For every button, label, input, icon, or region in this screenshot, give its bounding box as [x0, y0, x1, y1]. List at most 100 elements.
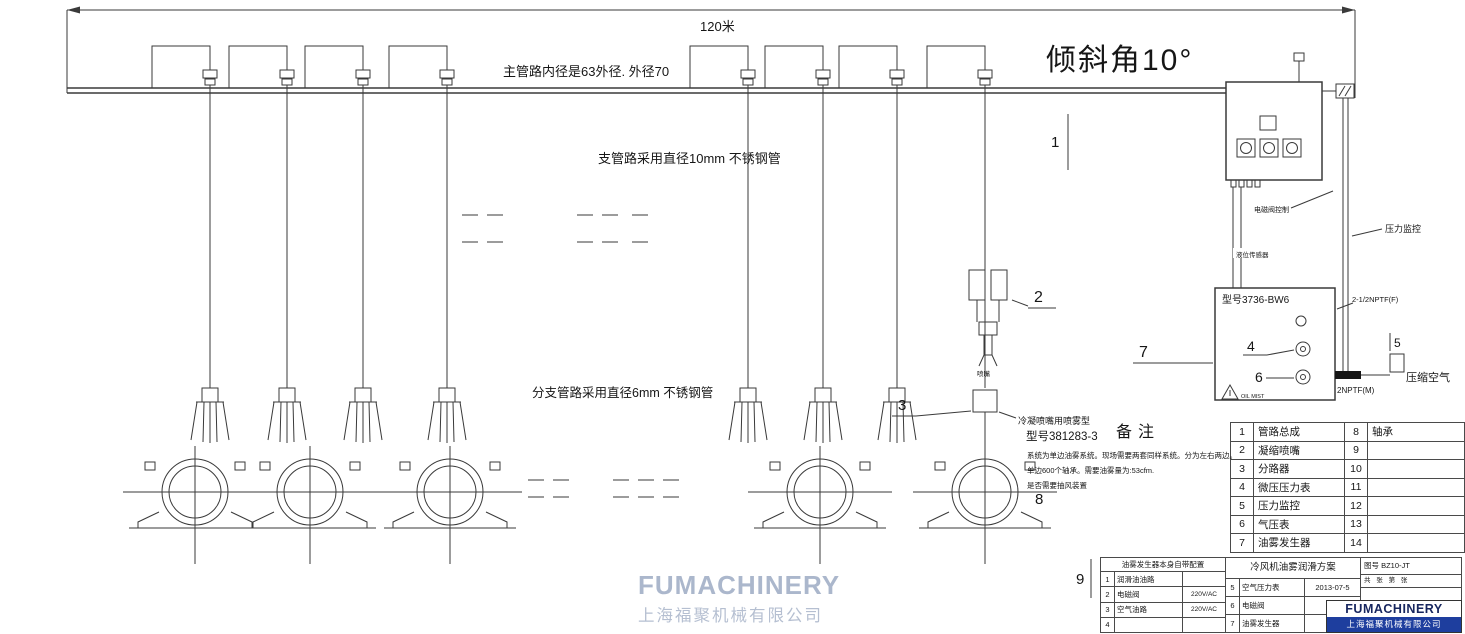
drawing-date: 2013-07-5 — [1304, 579, 1360, 596]
title-row-name: 空气压力表 — [1242, 583, 1280, 592]
doc-number: 图号 BZ10-JT — [1361, 558, 1461, 575]
callout-3: 3 — [898, 397, 906, 414]
pipe-drop — [764, 45, 831, 389]
part-no: 5 — [1230, 496, 1254, 516]
part-no: 7 — [1230, 533, 1254, 553]
spray-manifold — [190, 387, 230, 444]
spray-manifold — [427, 387, 467, 444]
condenser-nozzle-detail: 喷嘴 — [968, 269, 1008, 378]
config-extra — [1182, 572, 1225, 587]
part-no: 13 — [1344, 514, 1368, 534]
config-no: 2 — [1101, 587, 1115, 602]
part-no: 6 — [1230, 514, 1254, 534]
part-no: 10 — [1344, 459, 1368, 479]
callout-7: 7 — [1139, 344, 1148, 361]
title-row: 7 油雾发生器 — [1226, 615, 1360, 632]
config-no: 3 — [1101, 602, 1115, 617]
part-name: 轴承 — [1367, 422, 1465, 442]
parts-list-table: 1 管路总成 8 轴承 2 凝缩喷嘴 9 3 分路器 10 4 微压压力表 11… — [1230, 422, 1465, 553]
bearings — [122, 445, 1058, 565]
part-name — [1367, 533, 1465, 553]
incline-angle-label: 倾斜角10° — [1046, 44, 1193, 77]
config-row: 1 润滑油油路 — [1101, 572, 1225, 588]
config-name: 空气油路 — [1117, 605, 1147, 615]
pipe-drop — [838, 45, 905, 389]
pipe-drop — [304, 45, 371, 389]
part-name: 油雾发生器 — [1253, 533, 1345, 553]
dimension-120m: 120米 — [66, 6, 1356, 98]
generator-config-header: 油雾发生器本身自带配置 — [1101, 558, 1225, 572]
branch-pipe-note: 支管路采用直径10mm 不锈钢管 — [598, 151, 781, 166]
config-row: 3 空气油路 220V/AC — [1101, 602, 1225, 618]
title-row-name: 电磁阀 — [1242, 601, 1265, 610]
control-box: 电磁阀控制 液位传感器 — [1225, 52, 1334, 288]
continuation-dashes — [462, 214, 679, 498]
notes-body: 系统为单边油雾系统。现场需要两套同样系统。分为左右两边。 单边600个轴承。需要… — [1027, 448, 1239, 493]
callout-9: 9 — [1076, 571, 1084, 588]
title-row: 5 空气压力表 2013-07-5 — [1226, 579, 1360, 597]
part-name — [1367, 477, 1465, 497]
spray-manifold — [267, 387, 307, 444]
part-no: 8 — [1344, 422, 1368, 442]
solenoid-control-label: 电磁阀控制 — [1254, 205, 1289, 214]
config-name: 润滑油油路 — [1117, 574, 1155, 584]
condenser-nozzle-note-line2: 型号381283-3 — [1026, 429, 1098, 443]
config-row: 2 电磁阀 220V/AC — [1101, 587, 1225, 603]
fitting-spec-male-label: 2NPTF(M) — [1337, 386, 1375, 395]
config-no: 1 — [1101, 572, 1115, 587]
logo-brand-text: FUMACHINERY — [1345, 602, 1443, 616]
company-logo: FUMACHINERY 上海福聚机械有限公司 — [1326, 600, 1462, 633]
bearing-assembly — [377, 445, 523, 565]
title-row-extra — [1304, 615, 1360, 632]
parts-row: 3 分路器 10 — [1230, 459, 1465, 479]
part-name: 气压表 — [1253, 514, 1345, 534]
drawing-title: 冷风机油雾润滑方案 — [1226, 558, 1360, 579]
part-name: 分路器 — [1253, 459, 1345, 479]
pressure-monitor-label: 压力监控 — [1385, 223, 1421, 234]
config-extra: 220V/AC — [1182, 602, 1225, 617]
config-name — [1115, 618, 1182, 632]
config-extra: 220V/AC — [1182, 587, 1225, 602]
sheet-info: 共 张 第 张 — [1361, 575, 1461, 588]
callout-5: 5 — [1394, 336, 1401, 350]
part-no: 14 — [1344, 533, 1368, 553]
callout-1: 1 — [1051, 134, 1059, 151]
title-row-no: 5 — [1226, 579, 1240, 596]
text-annotations: 主管路内径是63外径. 外径70 支管路采用直径10mm 不锈钢管 分支管路采用… — [503, 44, 1193, 443]
oil-mist-warning-label: OIL MIST — [1241, 394, 1265, 400]
logo-company-text: 上海福聚机械有限公司 — [1327, 617, 1461, 632]
spray-manifold — [343, 387, 383, 444]
parts-row: 4 微压压力表 11 — [1230, 477, 1465, 497]
callout-8: 8 — [1035, 491, 1043, 508]
spray-manifold — [803, 387, 843, 444]
part-no: 11 — [1344, 477, 1368, 497]
pipe-drop — [388, 45, 455, 389]
condenser-nozzle-note-line1: 冷凝喷嘴用喷雾型 — [1018, 415, 1090, 426]
title-row-no: 6 — [1226, 597, 1240, 614]
config-no: 4 — [1101, 617, 1115, 632]
note-line: 系统为单边油雾系统。现场需要两套同样系统。分为左右两边。 — [1027, 451, 1237, 460]
pipe-drop — [926, 45, 993, 389]
title-row-extra — [1304, 597, 1360, 614]
level-sensor-label: 液位传感器 — [1236, 250, 1269, 259]
parts-row: 7 油雾发生器 14 — [1230, 533, 1465, 553]
main-pipe-note: 主管路内径是63外径. 外径70 — [503, 64, 669, 79]
spray-manifold — [728, 387, 768, 444]
config-name: 电磁阀 — [1117, 589, 1140, 599]
note-line: 是否需要抽风装置 — [1027, 481, 1087, 490]
title-row: 6 电磁阀 — [1226, 597, 1360, 615]
main-pipe — [67, 87, 1226, 94]
config-extra — [1182, 617, 1225, 632]
sub-branch-pipe-note: 分支管路采用直径6mm 不锈钢管 — [532, 385, 713, 400]
bearing-assembly — [237, 445, 383, 565]
title-block-right: 图号 BZ10-JT 共 张 第 张 — [1361, 558, 1461, 632]
compressed-air-label: 压缩空气 — [1406, 370, 1450, 384]
pipe-drop — [151, 45, 218, 389]
config-row: 4 — [1101, 617, 1225, 632]
notes-title: 备注 — [1116, 424, 1161, 441]
part-name — [1367, 496, 1465, 516]
fitting-spec-female-label: 2-1/2NPTF(F) — [1352, 295, 1399, 304]
part-no: 12 — [1344, 496, 1368, 516]
part-name — [1367, 514, 1465, 534]
